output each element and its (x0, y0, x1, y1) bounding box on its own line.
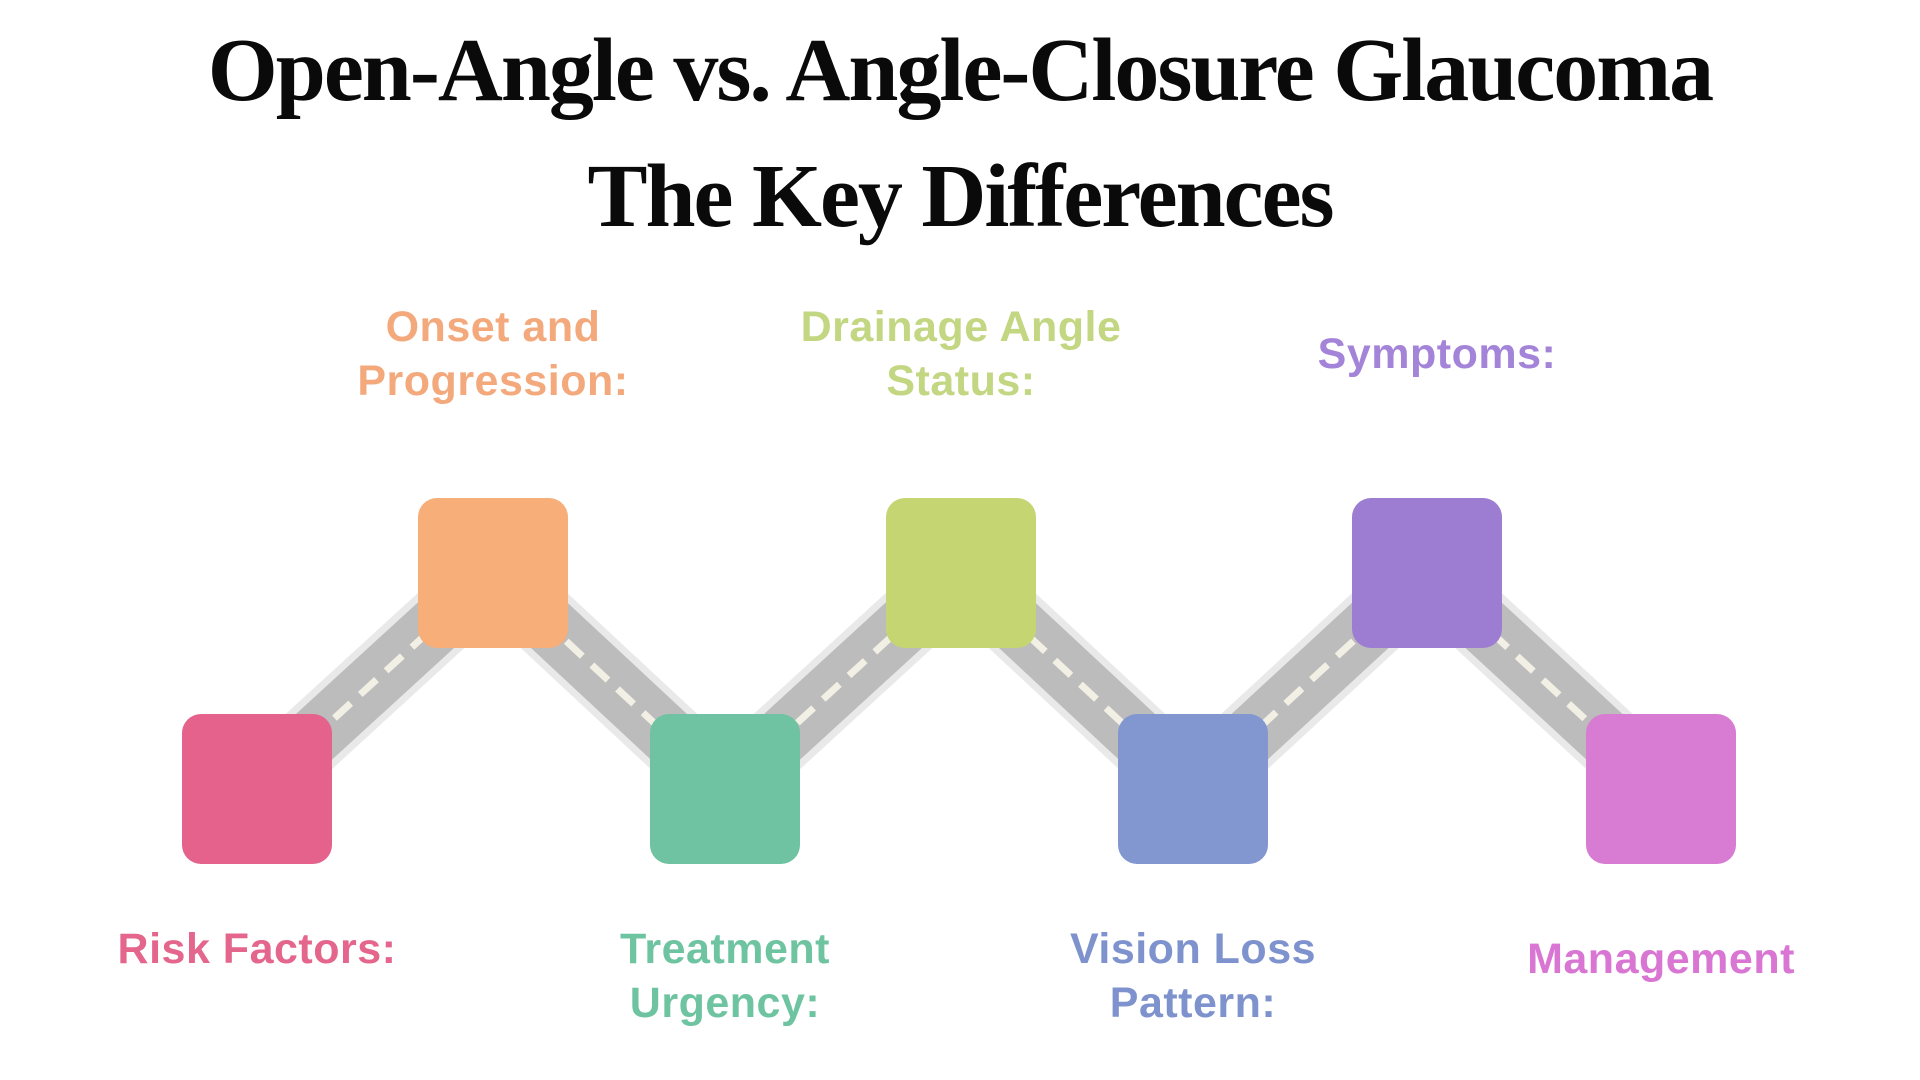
step-square-vision-loss-pattern (1118, 714, 1268, 864)
step-label-vision-loss-pattern: Vision Loss Pattern: (1069, 925, 1317, 1027)
step-label-symptoms: Symptoms: (1317, 330, 1557, 378)
step-square-symptoms (1352, 498, 1502, 648)
step-label-management: Management (1527, 935, 1795, 983)
step-label-risk-factors: Risk Factors: (117, 925, 397, 973)
page-title: Open-Angle vs. Angle-Closure Glaucoma Th… (0, 8, 1920, 260)
step-square-treatment-urgency (650, 714, 800, 864)
step-label-drainage-angle-status: Drainage Angle Status: (800, 303, 1122, 405)
step-square-risk-factors (182, 714, 332, 864)
step-label-onset-and-progression: Onset and Progression: (357, 303, 629, 405)
step-square-drainage-angle-status (886, 498, 1036, 648)
title-line-2: The Key Differences (587, 147, 1334, 246)
step-square-onset-and-progression (418, 498, 568, 648)
step-label-treatment-urgency: Treatment Urgency: (619, 925, 830, 1027)
title-line-1: Open-Angle vs. Angle-Closure Glaucoma (207, 21, 1714, 120)
step-square-management (1586, 714, 1736, 864)
